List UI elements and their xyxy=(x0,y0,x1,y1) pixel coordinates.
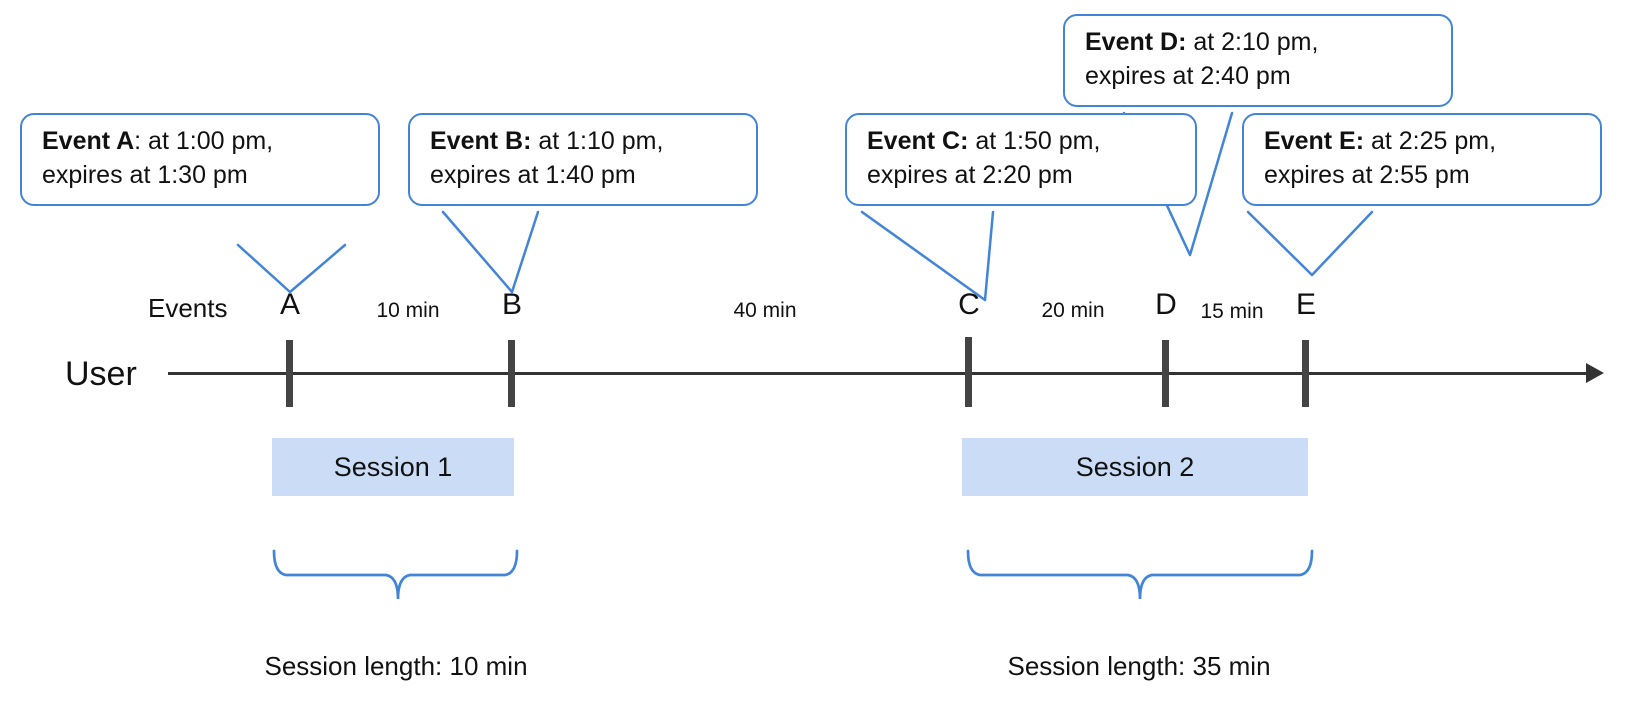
event-letter-a: A xyxy=(279,288,301,321)
session-brace-1 xyxy=(272,549,519,600)
user-row-label: User xyxy=(65,355,137,393)
tick-b xyxy=(508,340,515,407)
events-row-label: Events xyxy=(148,293,228,323)
callout-tail-a xyxy=(236,243,347,294)
session-1-length-caption: Session length: 10 min xyxy=(264,651,528,681)
callout-event-a: Event A: at 1:00 pm, expires at 1:30 pm xyxy=(20,113,380,206)
event-letter-c: C xyxy=(958,288,980,321)
callout-event-e: Event E: at 2:25 pm, expires at 2:55 pm xyxy=(1242,113,1602,206)
session-bar-1: Session 1 xyxy=(272,438,514,496)
gap-label-de: 15 min xyxy=(1200,300,1264,323)
tick-e xyxy=(1302,340,1309,407)
event-letter-b: B xyxy=(501,288,523,321)
tick-d xyxy=(1162,340,1169,407)
callout-e-line2: expires at 2:55 pm xyxy=(1264,160,1470,189)
callout-b-line1: Event B: at 1:10 pm, xyxy=(430,127,664,155)
callout-b-line2: expires at 1:40 pm xyxy=(430,160,636,189)
tick-a xyxy=(286,340,293,407)
callout-c-line2: expires at 2:20 pm xyxy=(867,160,1073,189)
session-brace-2 xyxy=(966,549,1314,600)
timeline-axis xyxy=(168,372,1588,375)
event-letter-d: D xyxy=(1155,288,1177,321)
gap-label-cd: 20 min xyxy=(1041,299,1105,322)
timeline-arrow-head xyxy=(1586,363,1604,383)
callout-event-d: Event D: at 2:10 pm, expires at 2:40 pm xyxy=(1063,14,1453,107)
callout-a-line1: Event A: at 1:00 pm, xyxy=(42,127,274,155)
callout-event-b: Event B: at 1:10 pm, expires at 1:40 pm xyxy=(408,113,758,206)
gap-label-bc: 40 min xyxy=(733,299,797,322)
callout-a-line2: expires at 1:30 pm xyxy=(42,160,248,189)
callout-event-c: Event C: at 1:50 pm, expires at 2:20 pm xyxy=(845,113,1197,206)
callout-c-line1: Event C: at 1:50 pm, xyxy=(867,127,1101,155)
callout-d-line1: Event D: at 2:10 pm, xyxy=(1085,28,1319,56)
callout-tail-e xyxy=(1246,210,1374,277)
callout-d-line2: expires at 2:40 pm xyxy=(1085,61,1291,90)
session-2-length-caption: Session length: 35 min xyxy=(1007,651,1271,681)
session-bar-2: Session 2 xyxy=(962,438,1308,496)
callout-tail-c xyxy=(860,210,995,302)
tick-c xyxy=(965,337,972,407)
gap-label-ab: 10 min xyxy=(376,299,440,322)
callout-e-line1: Event E: at 2:25 pm, xyxy=(1264,127,1497,155)
callout-tail-b xyxy=(441,210,540,294)
event-letter-e: E xyxy=(1295,288,1317,321)
